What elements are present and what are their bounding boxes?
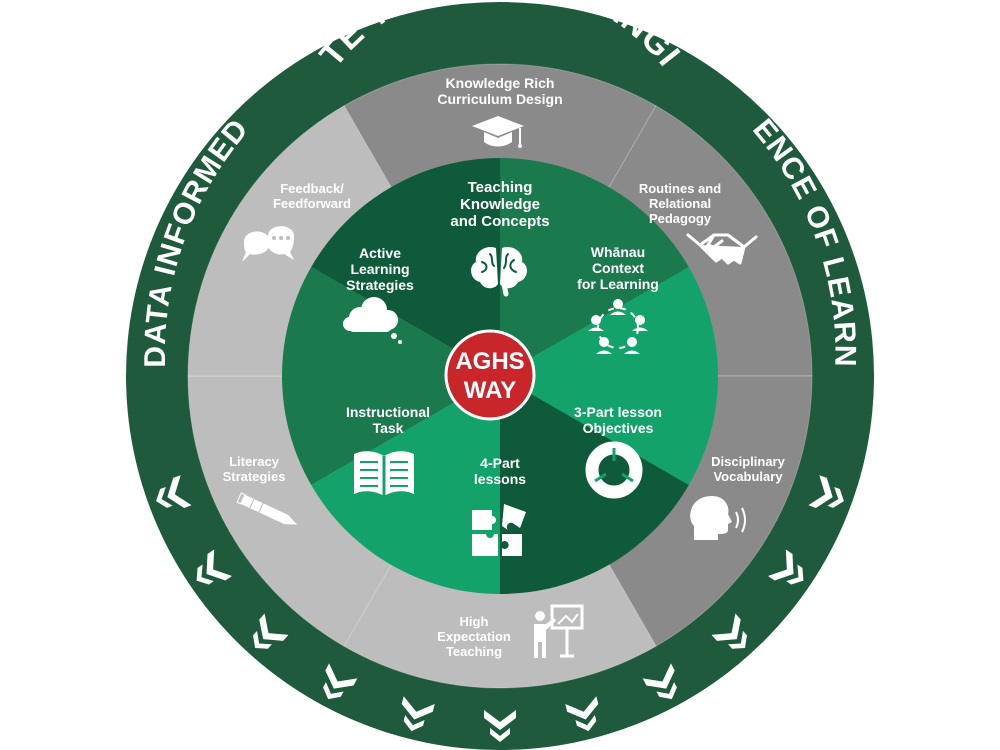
- pattern-chevron: [253, 613, 289, 649]
- presenter-board-icon: [534, 604, 584, 658]
- svg-text:4-Part: 4-Part: [480, 455, 520, 471]
- svg-text:Knowledge Rich: Knowledge Rich: [446, 75, 555, 91]
- inner-segments: [282, 158, 718, 594]
- outer-label-4: Literacy Strategies: [223, 454, 286, 484]
- inner-label-0: Teaching Knowledge and Concepts: [450, 179, 549, 230]
- svg-text:Context: Context: [592, 260, 644, 276]
- pattern-chevron: [808, 475, 844, 509]
- graduation-cap-icon: [472, 116, 524, 148]
- center-circle: [444, 329, 536, 421]
- svg-text:3-Part lesson: 3-Part lesson: [574, 404, 662, 420]
- inner-segment: [282, 267, 500, 485]
- pattern-chevron: [156, 475, 192, 509]
- svg-text:Knowledge: Knowledge: [460, 196, 540, 213]
- pencil-icon: [236, 492, 298, 525]
- outer-label-1: Routines and Relational Pedagogy: [639, 181, 721, 226]
- inner-label-5: Active Learning Strategies: [346, 245, 414, 293]
- pattern-chevron: [484, 710, 516, 742]
- outer-label-0: Knowledge Rich Curriculum Design: [437, 75, 562, 107]
- outer-label-5: Feedback/ Feedforward: [273, 181, 351, 211]
- center-label-line2: WAY: [464, 377, 516, 404]
- speech-bubbles-icon: [242, 226, 295, 262]
- inner-segment: [311, 158, 500, 376]
- pattern-chevron: [401, 696, 435, 732]
- open-book-icon: [354, 451, 414, 496]
- handshake-icon: [686, 233, 758, 265]
- svg-text:Learning: Learning: [350, 261, 409, 277]
- svg-text:Curriculum Design: Curriculum Design: [437, 91, 562, 107]
- svg-text:Pedagogy: Pedagogy: [649, 211, 712, 226]
- svg-text:Active: Active: [359, 245, 401, 261]
- svg-text:Objectives: Objectives: [583, 420, 654, 436]
- pattern-chevron: [196, 549, 233, 585]
- brain-icon: [471, 246, 527, 297]
- svg-text:Routines and: Routines and: [639, 181, 721, 196]
- puzzle-icon: [472, 504, 526, 556]
- thought-cloud-icon: [343, 297, 402, 344]
- pattern-chevron: [565, 696, 599, 732]
- pattern-chevron: [711, 613, 747, 649]
- svg-text:Strategies: Strategies: [346, 277, 414, 293]
- svg-text:Expectation: Expectation: [437, 629, 511, 644]
- inner-segment: [500, 267, 718, 485]
- donut-chart-icon: [585, 441, 643, 499]
- ring-pattern: [156, 475, 844, 742]
- svg-text:Task: Task: [373, 420, 404, 436]
- svg-text:Teaching: Teaching: [468, 179, 533, 196]
- outer-label-3: High Expectation Teaching: [437, 614, 511, 659]
- svg-text:lessons: lessons: [474, 471, 526, 487]
- inner-label-4: Instructional Task: [346, 404, 430, 436]
- outer-label-2: Disciplinary Vocabulary: [711, 454, 785, 484]
- svg-text:for Learning: for Learning: [577, 276, 659, 292]
- inner-segment: [500, 158, 689, 376]
- svg-text:Instructional: Instructional: [346, 404, 430, 420]
- svg-text:Literacy: Literacy: [229, 454, 280, 469]
- speaking-head-icon: [690, 496, 746, 540]
- svg-text:Vocabulary: Vocabulary: [713, 469, 783, 484]
- inner-label-1: Whānau Context for Learning: [577, 244, 659, 292]
- pattern-chevron: [642, 663, 677, 700]
- svg-text:Feedforward: Feedforward: [273, 196, 351, 211]
- pattern-chevron: [767, 549, 804, 585]
- svg-text:High: High: [460, 614, 489, 629]
- svg-text:and Concepts: and Concepts: [450, 213, 549, 230]
- pattern-chevron: [323, 663, 358, 700]
- svg-text:Feedback/: Feedback/: [280, 181, 344, 196]
- group-network-icon: [588, 299, 648, 354]
- svg-text:Disciplinary: Disciplinary: [711, 454, 785, 469]
- svg-text:Strategies: Strategies: [223, 469, 286, 484]
- svg-text:Whānau: Whānau: [591, 244, 645, 260]
- center-label-line1: AGHS: [455, 348, 524, 375]
- inner-label-3: 4-Part lessons: [474, 455, 526, 487]
- svg-text:Teaching: Teaching: [446, 644, 502, 659]
- svg-text:Relational: Relational: [649, 196, 711, 211]
- inner-label-2: 3-Part lesson Objectives: [574, 404, 662, 436]
